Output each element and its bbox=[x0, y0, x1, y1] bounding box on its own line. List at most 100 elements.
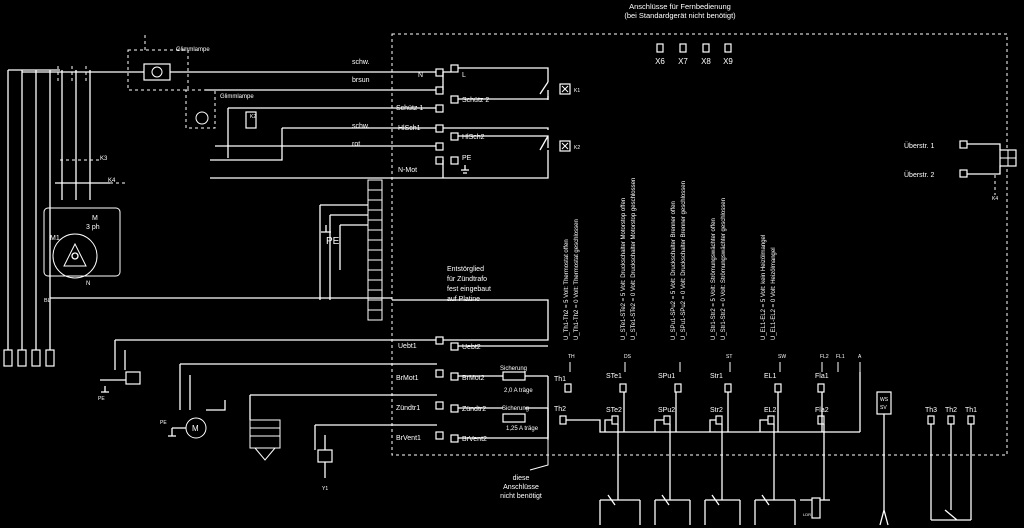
top-sw: SW bbox=[778, 354, 786, 360]
note-spu-1: U_SPu1-SPu2 = 5 Volt: Druckschalter Bren… bbox=[671, 201, 677, 340]
remote-header-line1: Anschlüsse für Fernbedienung bbox=[629, 2, 731, 11]
wire-rot: rot bbox=[352, 141, 360, 148]
relay-k2: K2 bbox=[437, 135, 580, 179]
remote-terminals: X6 X7 X8 X9 bbox=[655, 43, 733, 66]
bottom-note-line1: diese bbox=[513, 475, 530, 482]
note-ds-1: U_STe1-STe2 = 5 Volt: Druckschalter Moto… bbox=[621, 198, 627, 340]
k4-right-label: K4 bbox=[992, 196, 998, 202]
term-pe: PE bbox=[462, 155, 472, 162]
pe-small-2: PE bbox=[160, 420, 167, 426]
relay-k1: K1 bbox=[539, 81, 580, 100]
term-str2: Str2 bbox=[710, 407, 723, 414]
label-x6: X6 bbox=[655, 57, 665, 66]
supply-lines bbox=[3, 69, 125, 367]
top-fl1: FL1 bbox=[836, 354, 845, 360]
term-schuetz1: Schütz 1 bbox=[396, 105, 423, 112]
note-ds-2: U_STe1-STe2 = 0 Volt: Druckschalter Moto… bbox=[631, 178, 637, 340]
motor-m1-label: M1 bbox=[50, 235, 60, 242]
top-st: ST bbox=[726, 354, 732, 360]
top-ds: DS bbox=[624, 354, 632, 360]
term-el2: EL2 bbox=[764, 407, 777, 414]
term-uebt2: Uebt2 bbox=[462, 344, 481, 351]
term-hisch1: HlSch1 bbox=[398, 125, 421, 132]
bottom-note-line2: Anschlüsse bbox=[503, 484, 539, 491]
term-ste1: STe1 bbox=[606, 373, 622, 380]
term-uebt1: Uebt1 bbox=[398, 343, 417, 350]
label-k4: K4 bbox=[108, 178, 116, 184]
fuse-2-label: Sicherung bbox=[502, 406, 529, 412]
top-fl2: FL2 bbox=[820, 354, 829, 360]
term-brmot2: BrMot2 bbox=[462, 375, 485, 382]
ws-sv-probe: WS SV bbox=[876, 391, 892, 526]
filter-note-line3: fest eingebaut bbox=[447, 286, 491, 293]
term-nmot: N-Mot bbox=[398, 167, 417, 174]
therm-th2: Th2 bbox=[945, 407, 957, 414]
k1-label: K1 bbox=[574, 88, 580, 94]
fuse-1-label: Sicherung bbox=[500, 366, 527, 372]
terminal-x8 bbox=[702, 43, 710, 53]
motor-feed-wires bbox=[61, 70, 91, 200]
terminal-l3 bbox=[31, 349, 41, 367]
glow-lamp-1-label: Glimmlampe bbox=[176, 47, 210, 53]
label-bl: BL bbox=[44, 298, 51, 304]
note-el-1: U_EL1-EL2 = 5 Volt: kein Heizölmangel bbox=[761, 235, 767, 340]
term-spu1: SPu1 bbox=[658, 373, 675, 380]
thermostat-terminals: Th3 Th2 Th1 bbox=[925, 407, 977, 521]
filter-note-line1: Entstörglied bbox=[447, 266, 484, 273]
note-str-2: U_Str1-Str2 = 0 Volt: Strömungswächter g… bbox=[721, 198, 727, 340]
sensor-top-labels: TH DS ST SW FL2 FL1 A bbox=[568, 354, 862, 360]
term-el1: EL1 bbox=[764, 373, 777, 380]
term-hisch2: HlSch2 bbox=[462, 134, 485, 141]
term-schuetz2: Schütz 2 bbox=[462, 97, 489, 104]
term-zuendtr1: Zündtr1 bbox=[396, 405, 420, 412]
k2-contact-box bbox=[245, 111, 257, 129]
overtemp-2-label: Überstr. 2 bbox=[904, 171, 934, 179]
label-k3: K3 bbox=[100, 156, 108, 162]
label-sv: SV bbox=[880, 405, 887, 411]
therm-th3: Th3 bbox=[925, 407, 937, 414]
pe-busbar: PE bbox=[319, 179, 383, 321]
term-ste2: STe2 bbox=[606, 407, 622, 414]
pe-label: PE bbox=[326, 236, 340, 247]
pump-motor-m: M bbox=[192, 424, 199, 433]
term-th1: Th1 bbox=[554, 376, 566, 383]
term-spu2: SPu2 bbox=[658, 407, 675, 414]
filter-note: Entstörglied für Zündtrafo fest eingebau… bbox=[447, 266, 491, 303]
overtemp-1-label: Überstr. 1 bbox=[904, 142, 934, 150]
motor-n-label: N bbox=[86, 281, 90, 287]
term-zuendtr2: Zündtr2 bbox=[462, 406, 486, 413]
bottom-note-line3: nicht benötigt bbox=[500, 493, 542, 500]
term-brvent2: BrVent2 bbox=[462, 436, 487, 443]
wire-braun: brsun bbox=[352, 77, 370, 84]
wire-schw-2: schw. bbox=[352, 123, 370, 130]
note-spu-2: U_SPu1-SPu2 = 0 Volt: Druckschalter Bren… bbox=[681, 181, 687, 340]
ldr-sensor bbox=[811, 497, 821, 519]
overtemp-block: Überstr. 1 Überstr. 2 K4 bbox=[904, 140, 1017, 202]
wire-schw-1: schw. bbox=[352, 59, 370, 66]
fuse-1-rating: 2,0 A träge bbox=[504, 388, 533, 394]
term-th2: Th2 bbox=[554, 406, 566, 413]
terminal-x9 bbox=[724, 43, 732, 53]
bottom-note: diese Anschlüsse nicht benötigt bbox=[500, 440, 549, 500]
motor-3ph-label: 3 ph bbox=[86, 224, 100, 231]
motor-m-label: M bbox=[92, 215, 98, 222]
note-str-1: U_Str1-Str2 = 5 Volt: Strömungswächter o… bbox=[711, 218, 717, 340]
glow-lamp-1: Glimmlampe bbox=[125, 35, 210, 91]
fuse-2 bbox=[502, 413, 526, 423]
burner-components: PE M PE Y1 bbox=[98, 340, 333, 492]
glow-lamp-2: Glimmlampe bbox=[185, 89, 254, 129]
term-l: L bbox=[462, 72, 466, 79]
terminal-n bbox=[45, 349, 55, 367]
bottom-sensors: LDR bbox=[599, 494, 830, 525]
top-a: A bbox=[858, 354, 862, 360]
k2-box-label: K2 bbox=[250, 114, 256, 120]
term-str1: Str1 bbox=[710, 373, 723, 380]
lower-terminals: Uebt1 Uebt2 BrMot1 BrMot2 Sicherung 2,0 … bbox=[115, 299, 549, 443]
fuse-2-rating: 1,25 A träge bbox=[506, 426, 539, 432]
top-th: TH bbox=[568, 354, 575, 360]
pe-small-1: PE bbox=[98, 396, 105, 402]
term-brvent1: BrVent1 bbox=[396, 435, 421, 442]
ldr-label: LDR bbox=[803, 512, 811, 517]
